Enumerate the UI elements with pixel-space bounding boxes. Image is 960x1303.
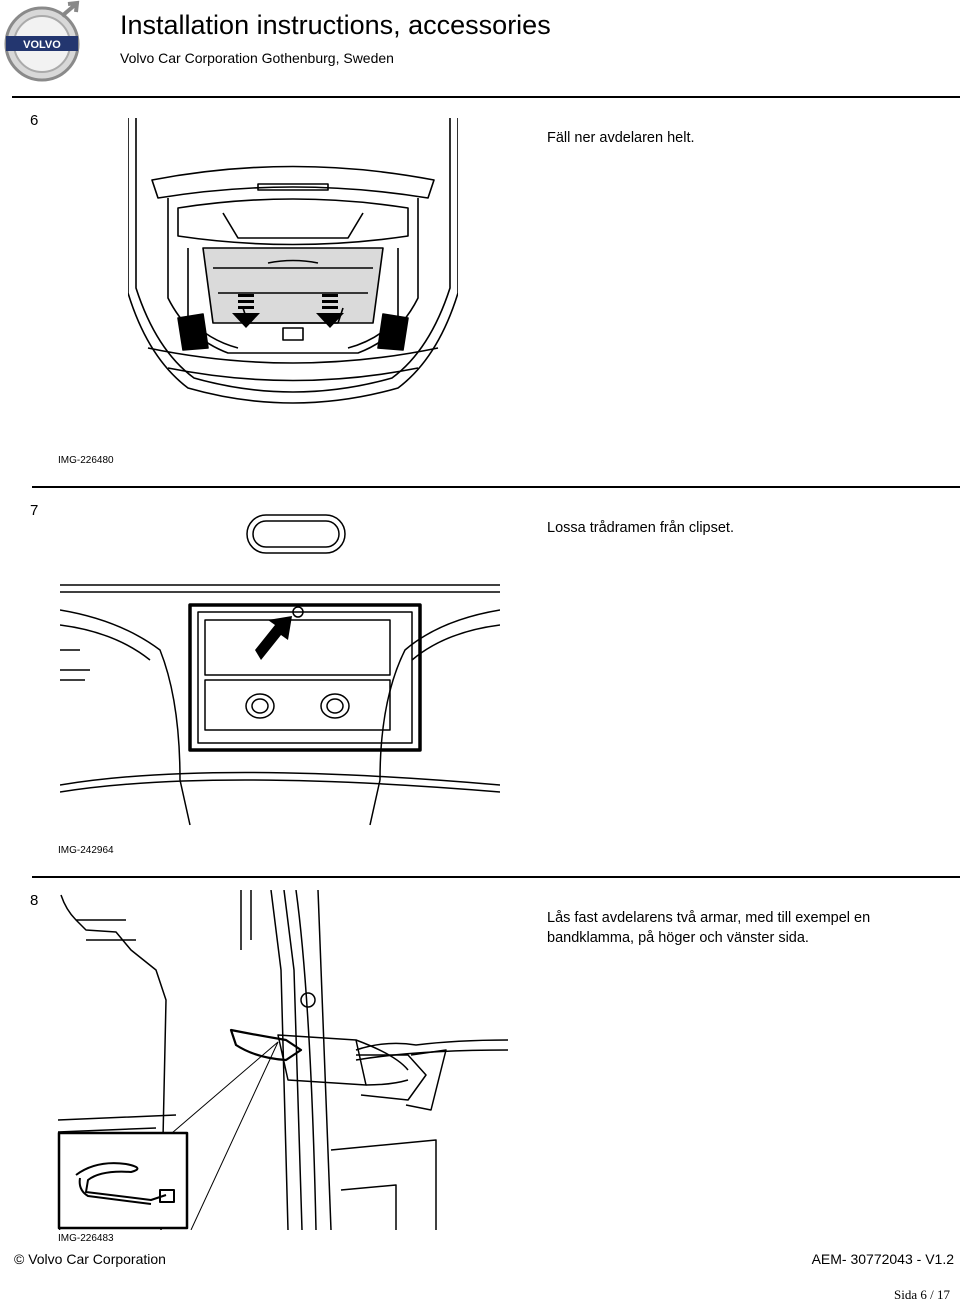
wire-frame-clip-illustration (60, 580, 500, 830)
footer-copyright: © Volvo Car Corporation (14, 1251, 166, 1267)
image-id: IMG-242964 (58, 845, 114, 856)
page-number: Sida 6 / 17 (894, 1287, 950, 1302)
step-number: 6 (30, 112, 39, 129)
trunk-divider-illustration (128, 118, 458, 413)
volvo-logo: VOLVO (0, 0, 86, 86)
step-number: 8 (30, 892, 39, 909)
page-title: Installation instructions, accessories (120, 10, 551, 40)
image-id: IMG-226483 (58, 1233, 114, 1244)
step-number: 7 (30, 502, 39, 519)
page-subtitle: Volvo Car Corporation Gothenburg, Sweden (120, 50, 394, 66)
zoom-clip-illustration (245, 513, 347, 555)
footer-document-id: AEM- 30772043 - V1.2 (811, 1251, 954, 1267)
step-divider (32, 486, 960, 488)
step-instruction: Fäll ner avdelaren helt. (547, 130, 695, 146)
step-instruction: Lås fast avdelarens två armar, med till … (547, 910, 871, 946)
logo-wordmark: VOLVO (23, 39, 61, 51)
step-instruction: Lossa trådramen från clipset. (547, 520, 734, 536)
image-id: IMG-226480 (58, 455, 114, 466)
step-divider (32, 876, 960, 878)
header-divider (12, 96, 960, 98)
cable-tie-illustration (56, 890, 508, 1230)
